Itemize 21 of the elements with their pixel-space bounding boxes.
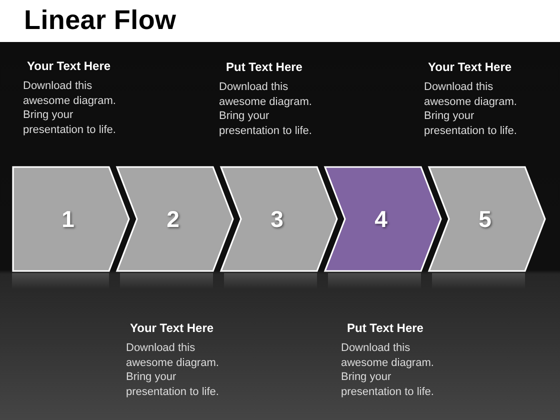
body-text: Download this awesome diagram. Bring your presentation to life. bbox=[126, 341, 220, 399]
body-text: Download this awesome diagram. Bring your presentation to life. bbox=[341, 341, 435, 399]
text-heading: Put Text Here bbox=[347, 320, 424, 336]
chevron-step bbox=[12, 166, 130, 272]
body-text: Download this awesome diagram. Bring your presentation to life. bbox=[23, 79, 117, 137]
step-number: 2 bbox=[166, 206, 180, 232]
step-number: 3 bbox=[270, 206, 284, 232]
chevron-step bbox=[428, 166, 546, 272]
text-heading: Your Text Here bbox=[428, 59, 512, 75]
text-heading: Your Text Here bbox=[27, 58, 111, 74]
text-heading: Put Text Here bbox=[226, 59, 302, 75]
step-number: 1 bbox=[62, 206, 74, 232]
step-number: 5 bbox=[478, 206, 492, 232]
chevron-step bbox=[324, 166, 442, 272]
body-text: Download this awesome diagram. Bring your presentation to life. bbox=[424, 80, 518, 138]
slide-title: Linear Flow bbox=[24, 4, 176, 36]
chevron-step bbox=[220, 166, 338, 272]
text-heading: Your Text Here bbox=[130, 320, 214, 336]
body-text: Download this awesome diagram. Bring your presentation to life. bbox=[219, 80, 313, 138]
chevron-step bbox=[116, 166, 234, 272]
step-number: 4 bbox=[374, 206, 388, 232]
